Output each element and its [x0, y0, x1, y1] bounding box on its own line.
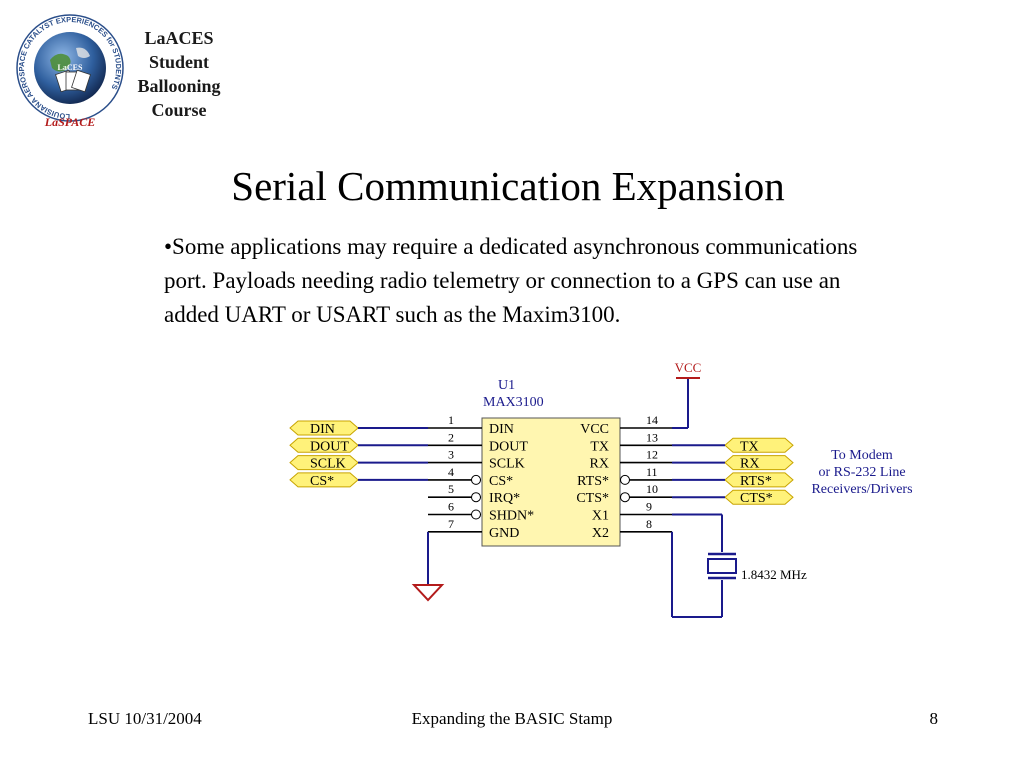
- destination-note: or RS-232 Line: [818, 465, 905, 480]
- chip-pin-number: 2: [448, 430, 454, 444]
- port-label: SCLK: [310, 457, 346, 472]
- port-label-shape: [724, 472, 794, 488]
- chip-pin-name: DOUT: [489, 439, 528, 454]
- port-label-shape: [724, 455, 794, 471]
- active-low-bubble: [471, 509, 481, 520]
- ground-symbol: [411, 584, 445, 602]
- chip-pin-number: 1: [448, 413, 454, 427]
- chip-pin-number: 14: [646, 413, 658, 427]
- crystal-frequency-label: 1.8432 MHz: [741, 567, 807, 582]
- chip-pin-number: 9: [646, 500, 652, 514]
- port-label: RX: [740, 457, 759, 472]
- crystal-body: [707, 558, 737, 574]
- destination-note: To Modem: [831, 448, 893, 463]
- chip-pin-name: X1: [592, 509, 609, 524]
- chip-pin-number: 7: [448, 517, 454, 531]
- chip-pin-number: 13: [646, 430, 658, 444]
- chip-pin-number: 3: [448, 448, 454, 462]
- footer-title: Expanding the BASIC Stamp: [411, 709, 613, 728]
- course-line: LaACES: [144, 28, 214, 48]
- active-low-bubble: [620, 474, 630, 485]
- chip-ref-label: U1: [498, 378, 515, 393]
- chip-pin-name: X2: [592, 526, 609, 541]
- chip-pin-number: 10: [646, 482, 658, 496]
- chip-pin-name: GND: [489, 526, 519, 541]
- vcc-label: VCC: [675, 360, 702, 375]
- chip-body: [481, 417, 621, 547]
- logo-brand-text: LaSPACE: [44, 115, 95, 129]
- chip-pin-number: 6: [448, 500, 454, 514]
- port-label: DIN: [310, 422, 335, 437]
- chip-pin-name: DIN: [489, 422, 514, 437]
- port-label: CS*: [310, 474, 334, 489]
- chip-pin-number: 5: [448, 482, 454, 496]
- chip-pin-name: CTS*: [576, 491, 609, 506]
- port-label-shape: [724, 489, 794, 505]
- chip-pin-name: IRQ*: [489, 491, 520, 506]
- chip-pin-number: 4: [448, 465, 454, 479]
- slide-bullet: •Some applications may require a dedicat…: [164, 234, 858, 327]
- globe-icon: [34, 32, 106, 104]
- active-low-bubble: [620, 492, 630, 503]
- chip-part-label: MAX3100: [483, 395, 544, 410]
- chip-pin-name: VCC: [580, 422, 609, 437]
- active-low-bubble: [471, 474, 481, 485]
- port-label: DOUT: [310, 439, 349, 454]
- port-label-shape: [724, 437, 794, 453]
- chip-pin-number: 11: [646, 465, 658, 479]
- chip-pin-name: TX: [590, 439, 609, 454]
- course-line: Student: [148, 52, 210, 72]
- chip-pin-number: 8: [646, 517, 652, 531]
- port-label: CTS*: [740, 491, 773, 506]
- active-low-bubble: [471, 492, 481, 503]
- course-line: Course: [151, 100, 207, 120]
- chip-pin-name: SHDN*: [489, 509, 534, 524]
- slide-number: 8: [929, 709, 939, 728]
- laspace-logo: LOUISIANA AEROSPACE CATALYST EXPERIENCES…: [16, 14, 124, 129]
- slide-title: Serial Communication Expansion: [231, 163, 785, 209]
- course-line: Ballooning: [137, 76, 221, 96]
- chip-pin-name: CS*: [489, 474, 513, 489]
- chip-pin-name: RTS*: [577, 474, 609, 489]
- footer-date: LSU 10/31/2004: [88, 709, 202, 728]
- destination-note: Receivers/Drivers: [811, 482, 912, 497]
- chip-pin-name: SCLK: [489, 457, 525, 472]
- port-label: RTS*: [740, 474, 772, 489]
- logo-card-text: LaCES: [58, 63, 83, 72]
- chip-pin-name: RX: [590, 457, 609, 472]
- course-title: LaACES Student Ballooning Course: [128, 26, 230, 122]
- port-label: TX: [740, 439, 759, 454]
- chip-pin-number: 12: [646, 448, 658, 462]
